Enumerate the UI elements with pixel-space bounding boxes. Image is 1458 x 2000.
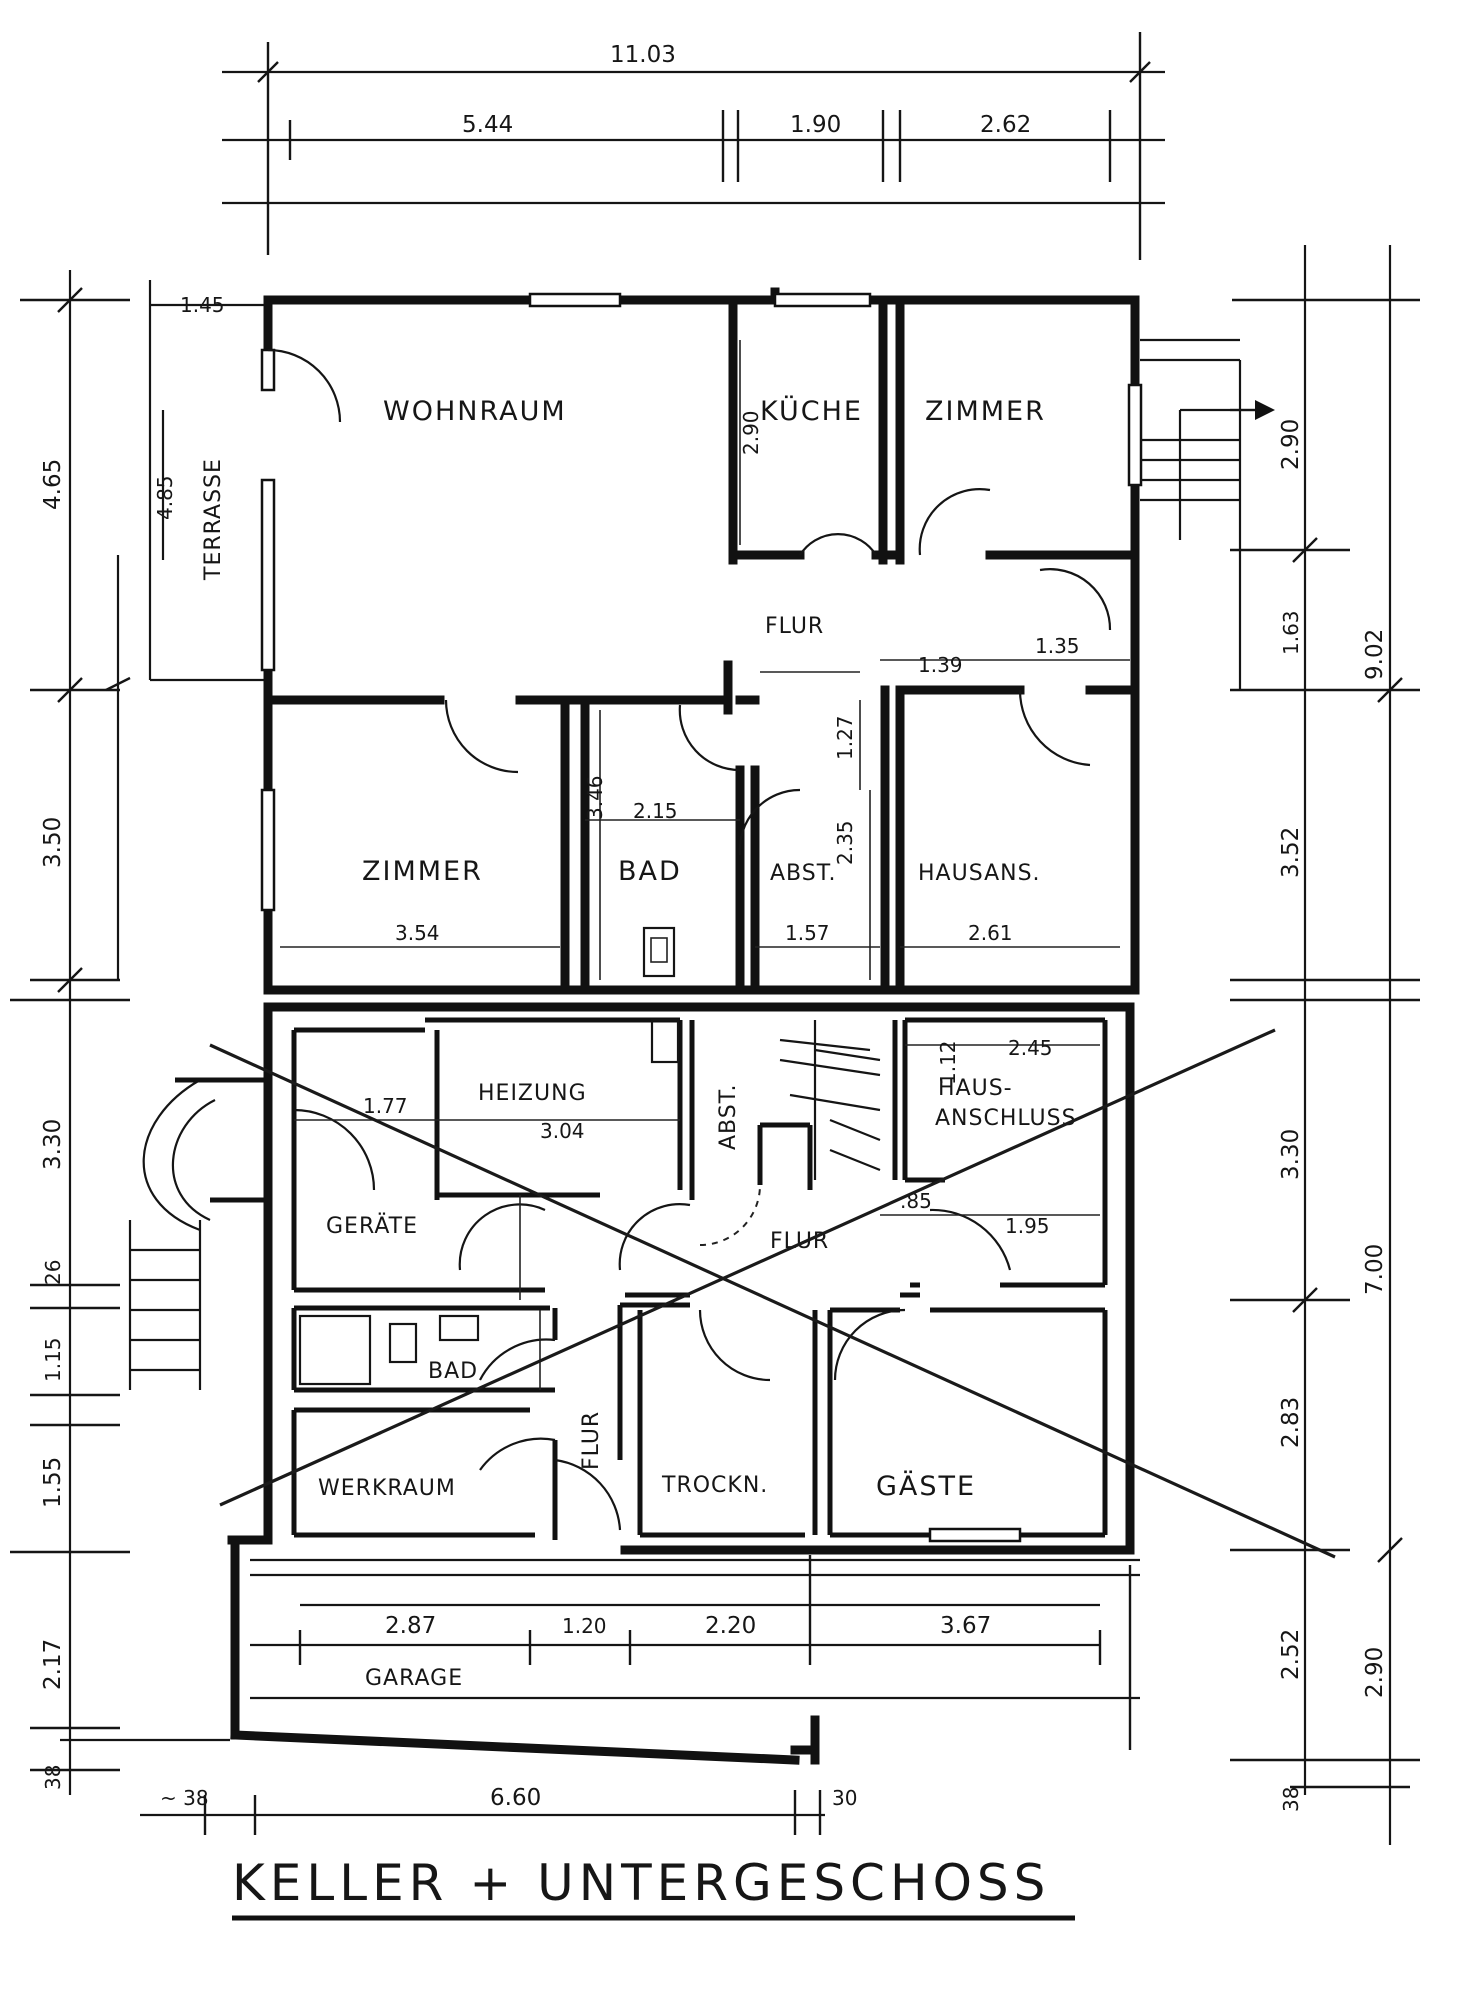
room-bad-upper: BAD	[618, 856, 682, 887]
upper-floor-walls	[260, 287, 1143, 995]
dim-terrace-h: 4.85	[153, 475, 177, 520]
sink-icon	[438, 1314, 480, 1342]
toilet-seat-icon	[650, 937, 668, 963]
dim-abst-w: 1.57	[785, 921, 830, 945]
room-kueche: KÜCHE	[760, 395, 863, 427]
room-abst-lower: ABST.	[716, 1083, 741, 1150]
right-dimension-lines	[1230, 245, 1420, 1845]
toilet-icon	[642, 926, 676, 978]
dim-hausans-w: 2.61	[968, 921, 1013, 945]
dim-right-f: 2.90	[1362, 1647, 1388, 1698]
boiler-icon	[650, 1018, 680, 1064]
lower-floor-doors	[293, 1108, 1012, 1531]
lower-stairs	[779, 1020, 881, 1180]
dim-garage-4: 3.67	[940, 1613, 991, 1639]
dim-flur-b-lower: 1.95	[1005, 1214, 1050, 1238]
dim-garage-1: 2.87	[385, 1613, 436, 1639]
dim-seg-3: 2.62	[980, 112, 1031, 138]
dim-right-total: 9.02	[1362, 629, 1388, 680]
room-trockn: TROCKN.	[661, 1473, 768, 1498]
dim-bad-w: 2.15	[633, 799, 678, 823]
dim-left-c: 3.30	[40, 1119, 66, 1170]
room-geraete: GERÄTE	[326, 1213, 418, 1239]
room-abst-upper: ABST.	[770, 861, 837, 886]
dim-flur-a: 1.39	[918, 653, 963, 677]
cross-out-line-1	[209, 1043, 1336, 1559]
dim-right-e: 2.52	[1278, 1629, 1304, 1680]
dim-right-g: 38	[1279, 1787, 1303, 1812]
dim-flur-b: 1.35	[1035, 634, 1080, 658]
dim-right-total-lower: 7.00	[1362, 1244, 1388, 1295]
dim-garage-3: 2.20	[705, 1613, 756, 1639]
cross-out-line-2	[219, 1028, 1276, 1507]
dim-bad-h: 3.46	[583, 775, 607, 820]
lower-interior-dimlines	[294, 1044, 1100, 1390]
dim-terrace-w: 1.45	[180, 293, 225, 317]
dim-left-f: 1.55	[40, 1457, 66, 1508]
room-heizung: HEIZUNG	[478, 1081, 587, 1106]
dim-total-width: 11.03	[610, 42, 676, 68]
room-gaeste: GÄSTE	[876, 1470, 976, 1502]
room-garage: GARAGE	[365, 1666, 463, 1691]
dim-garage-2: 1.20	[562, 1614, 607, 1638]
room-bad-lower: BAD	[428, 1359, 478, 1384]
room-wohnraum: WOHNRAUM	[383, 396, 567, 427]
dim-bottom-a: ~ 38	[160, 1786, 209, 1810]
dim-hausan-a: 1.12	[936, 1040, 960, 1085]
dim-right-a: 1.63	[1279, 610, 1303, 655]
room-zimmer-ne: ZIMMER	[925, 396, 1046, 427]
dim-left-g: 2.17	[40, 1639, 66, 1690]
dim-right-b: 3.52	[1278, 827, 1304, 878]
dim-bottom-c: 30	[832, 1786, 857, 1810]
drawing-title: KELLER + UNTERGESCHOSS	[232, 1854, 1050, 1912]
dim-left-h: 38	[41, 1765, 65, 1790]
room-flur-lower: FLUR	[770, 1229, 829, 1254]
dim-seg-2: 1.90	[790, 112, 841, 138]
dim-right-c: 3.30	[1278, 1129, 1304, 1180]
room-flur2: FLUR	[579, 1411, 604, 1470]
dim-zimmer-w: 3.54	[395, 921, 440, 945]
dim-left-d: 26	[41, 1260, 65, 1285]
dim-heizung-w: 3.04	[540, 1119, 585, 1143]
bathtub-icon	[298, 1314, 372, 1386]
upper-interior-dimlines	[280, 340, 1130, 980]
room-flur-upper: FLUR	[765, 614, 824, 639]
dim-right-stair: 2.90	[1278, 419, 1304, 470]
dim-right-d: 2.83	[1278, 1397, 1304, 1448]
room-werkraum: WERKRAUM	[318, 1476, 456, 1501]
terrace-outline	[148, 280, 268, 682]
toilet-lower-icon	[388, 1322, 418, 1364]
garage-outline	[60, 1535, 1140, 1835]
dim-left-e: 1.15	[41, 1337, 65, 1382]
dim-left-b: 3.50	[40, 817, 66, 868]
room-hausanschluss-2: ANSCHLUSS	[935, 1106, 1077, 1131]
upper-floor-doors	[267, 348, 1112, 856]
dim-seg-1: 5.44	[462, 112, 513, 138]
room-zimmer-sw: ZIMMER	[362, 856, 483, 887]
dim-abst-h2: 2.35	[833, 820, 857, 865]
dim-abst-h: 1.27	[833, 715, 857, 760]
dim-hausan-b: 2.45	[1008, 1036, 1053, 1060]
basement-window	[928, 1527, 1022, 1543]
entry-stairs-upper	[1140, 338, 1275, 690]
room-hausans: HAUSANS.	[918, 861, 1041, 886]
dim-left-a: 4.65	[40, 459, 66, 510]
top-dimension-lines	[222, 32, 1165, 260]
terrace-label: TERRASSE	[201, 458, 226, 581]
dim-bottom-b: 6.60	[490, 1785, 541, 1811]
dim-kueche-h: 2.90	[739, 410, 763, 455]
outer-spiral-stairs	[128, 1077, 268, 1390]
room-hausanschluss-1: HAUS-	[938, 1076, 1013, 1101]
left-dimension-lines	[10, 270, 131, 1795]
dim-geraete-w: 1.77	[363, 1094, 408, 1118]
